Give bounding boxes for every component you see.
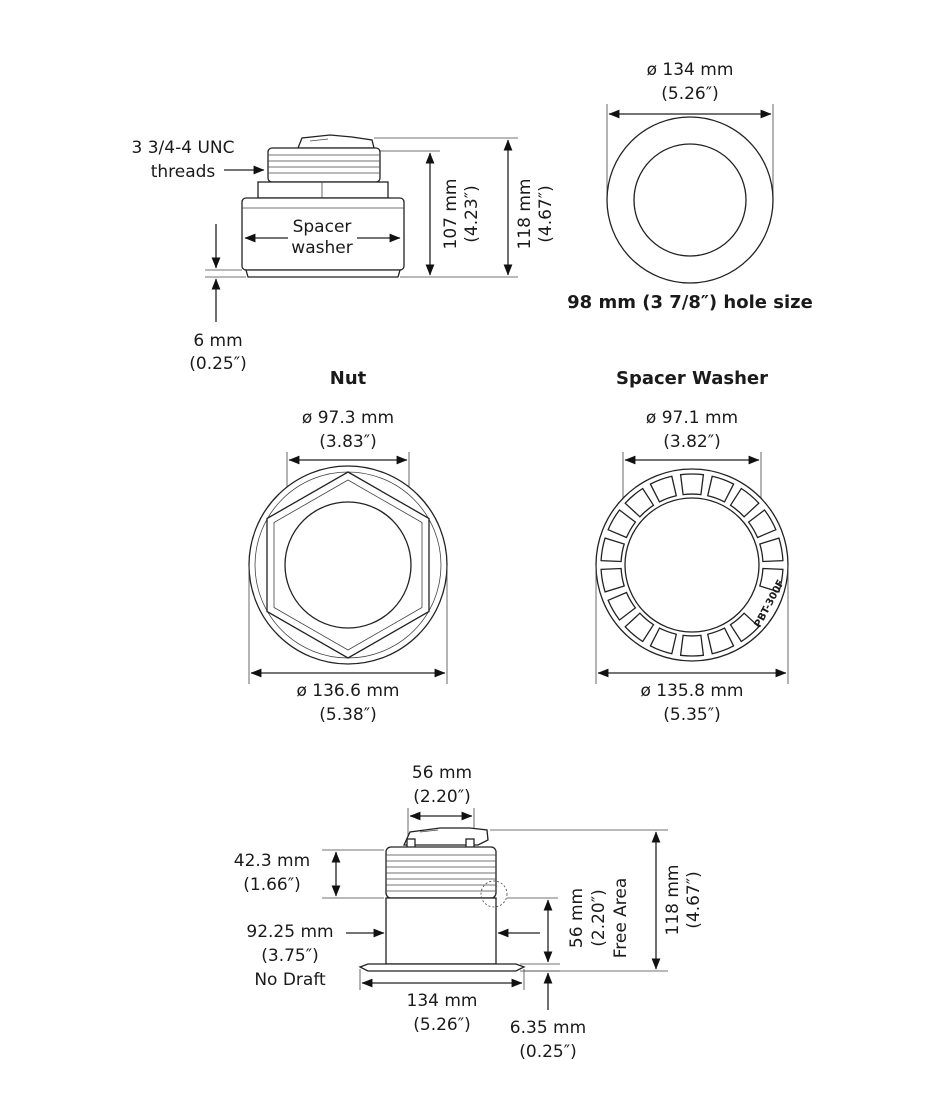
- nut-outer-dim-label-1: ø 136.6 mm: [297, 681, 400, 701]
- washer-cell: [649, 475, 678, 503]
- washer-cell: [729, 612, 760, 643]
- spacer-label-line1: Spacer: [293, 217, 352, 237]
- nut-hexagon-inner: [273, 479, 423, 651]
- dim-6-label-2: (0.25″): [189, 354, 246, 374]
- washer-cell: [679, 634, 705, 657]
- bottom-dim-56-top-label-2: (2.20″): [413, 787, 470, 807]
- top-dim-134-label-1: ø 134 mm: [647, 60, 734, 80]
- washer-cell: [706, 475, 735, 503]
- washer-cells: [600, 473, 784, 657]
- washer-cell: [649, 627, 678, 655]
- transducer-side-body: [241, 134, 405, 278]
- nut-inner-dim-label-1: ø 97.3 mm: [302, 408, 394, 428]
- bottom-dim-118-label-1: 118 mm: [663, 865, 683, 936]
- bottom-dim-92-label-1: 92.25 mm: [246, 922, 333, 942]
- washer-cell: [624, 487, 655, 518]
- washer-cell: [747, 509, 777, 539]
- washer-cell: [607, 509, 637, 539]
- nut-bore: [284, 501, 412, 629]
- dim-6-label-1: 6 mm: [193, 331, 242, 351]
- washer-cell: [706, 627, 735, 655]
- bottom-dim-56-side-label-1: 56 mm: [567, 888, 587, 948]
- bottom-dim-92-label-2: (3.75″): [261, 946, 318, 966]
- nut-outer-dim-label-2: (5.38″): [319, 705, 376, 725]
- washer-cell: [758, 537, 784, 563]
- washer-inner-ring: [624, 497, 760, 633]
- nut-inner-dim-label-2: (3.83″): [319, 432, 376, 452]
- thread-label-line1: 3 3/4-4 UNC: [132, 138, 235, 158]
- dim-107-label-2: (4.23″): [462, 185, 482, 242]
- washer-inner-dim-label-1: ø 97.1 mm: [646, 408, 738, 428]
- bottom-dim-635-label-2: (0.25″): [519, 1042, 576, 1062]
- dim-107-label-1: 107 mm: [441, 179, 461, 250]
- dim-118-label-2: (4.67″): [536, 185, 556, 242]
- bottom-dim-134-label-1: 134 mm: [407, 991, 478, 1011]
- bottom-dim-635-label-1: 6.35 mm: [510, 1018, 586, 1038]
- washer-cell: [729, 487, 760, 518]
- washer-cell: [679, 473, 705, 496]
- washer-cell: [624, 612, 655, 643]
- washer-cell: [600, 567, 626, 593]
- hole-size-label: 98 mm (3 7/8″) hole size: [567, 292, 813, 313]
- bottom-dim-56-side-label-2: (2.20″): [589, 889, 609, 946]
- bottom-side-view: 56 mm (2.20″) 42.3 m: [234, 763, 704, 1062]
- nut-title: Nut: [330, 368, 367, 389]
- spacer-label-line2: washer: [291, 238, 352, 258]
- washer-cell: [607, 591, 637, 621]
- top-dim-134-label-2: (5.26″): [661, 84, 718, 104]
- washer-outer-dim-label-2: (5.35″): [663, 705, 720, 725]
- washer-inner-dim-label-2: (3.82″): [663, 432, 720, 452]
- washer-outer-dim-label-1: ø 135.8 mm: [641, 681, 744, 701]
- bottom-dim-42-label-2: (1.66″): [243, 875, 300, 895]
- spacer-washer-view: Spacer Washer ø 97.1 mm (3.82″) PBT-300F…: [595, 368, 789, 725]
- dim-118-label-1: 118 mm: [515, 179, 535, 250]
- bottom-dim-92-label-3: No Draft: [254, 970, 326, 990]
- nut-view: Nut ø 97.3 mm (3.83″) ø 136.6 mm (5.38″): [248, 368, 448, 725]
- top-inner-circle: [633, 143, 747, 257]
- washer-cell: [758, 567, 784, 593]
- side-view: 3 3/4-4 UNC threads Spacer washer 107 mm…: [132, 134, 556, 374]
- bottom-dim-134-label-2: (5.26″): [413, 1015, 470, 1035]
- thread-label-line2: threads: [151, 162, 216, 182]
- washer-cell: [600, 537, 626, 563]
- bottom-dim-56-side-label-3: Free Area: [611, 878, 631, 959]
- bottom-dim-56-top-label-1: 56 mm: [412, 763, 472, 783]
- top-view: ø 134 mm (5.26″) 98 mm (3 7/8″) hole siz…: [567, 60, 813, 313]
- bottom-dim-42-label-1: 42.3 mm: [234, 851, 310, 871]
- transducer-bottom-body: [358, 827, 526, 972]
- bottom-dim-118-label-2: (4.67″): [684, 871, 704, 928]
- washer-title: Spacer Washer: [616, 368, 768, 389]
